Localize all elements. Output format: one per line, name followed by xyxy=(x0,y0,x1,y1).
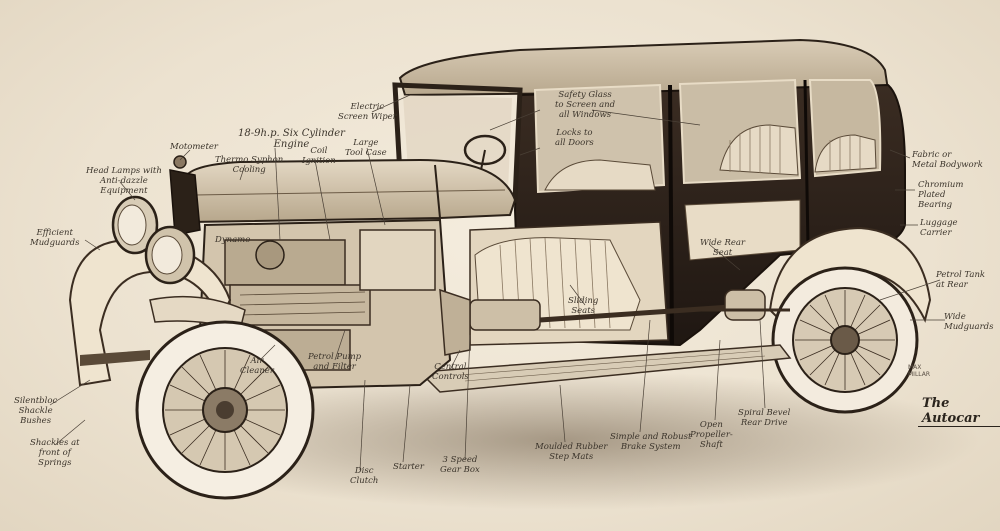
artist-credit: MAX MILLAR xyxy=(908,364,931,378)
label-petrol-pump: Petrol Pump and Filter xyxy=(308,352,362,372)
label-starter: Starter xyxy=(393,462,424,472)
label-disc-clutch: Disc Clutch xyxy=(350,466,379,486)
running-board xyxy=(418,344,792,393)
label-wide-rear-seat: Wide Rear Seat xyxy=(700,238,746,258)
car-body xyxy=(392,38,906,347)
label-air-cleaner: Air Cleaner xyxy=(240,356,274,376)
label-efficient-mudguards: Efficient Mudguards xyxy=(30,228,80,248)
label-rubber-mats: Moulded Rubber Step Mats xyxy=(535,442,608,462)
label-silentbloc: Silentbloc Shackle Bushes xyxy=(14,396,58,426)
front-wheel xyxy=(135,320,315,500)
label-sliding-seats: Sliding Seats xyxy=(568,296,599,316)
label-coil-ignition: Coil Ignition xyxy=(302,146,336,166)
label-engine: 18-9h.p. Six Cylinder Engine xyxy=(238,128,345,150)
label-large-tool-case: Large Tool Case xyxy=(345,138,387,158)
label-central-controls: Central Controls xyxy=(432,362,469,382)
drivetrain xyxy=(469,289,790,331)
label-chromium-plated: Chromium Plated Bearing xyxy=(918,180,964,210)
label-thermo-syphon: Thermo Syphon Cooling xyxy=(215,155,284,175)
label-electric-screen-wiper: Electric Screen Wiper xyxy=(338,102,397,122)
head-lamps xyxy=(111,195,196,285)
label-fabric-body: Fabric or Metal Bodywork xyxy=(912,150,983,170)
label-dynamo: Dynamo xyxy=(215,235,251,245)
label-brake-system: Simple and Robust Brake System xyxy=(610,432,692,452)
label-propeller-shaft: Open Propeller- Shaft xyxy=(690,420,733,450)
label-wide-mudguards: Wide Mudguards xyxy=(944,312,994,332)
label-safety-glass: Safety Glass to Screen and all Windows xyxy=(555,90,616,120)
label-motometer: Motometer xyxy=(170,142,218,152)
label-petrol-tank: Petrol Tank at Rear xyxy=(936,270,986,290)
front-spring xyxy=(80,350,150,366)
ground-shadow xyxy=(140,370,980,510)
label-locks-to-all-doors: Locks to all Doors xyxy=(555,128,594,148)
label-shackles: Shackles at front of Springs xyxy=(30,438,80,468)
autocar-signature: The Autocar xyxy=(918,396,1000,427)
leader-lines xyxy=(49,94,945,471)
label-spiral-bevel: Spiral Bevel Rear Drive xyxy=(738,408,791,428)
label-gear-box: 3 Speed Gear Box xyxy=(440,455,480,475)
label-head-lamps: Head Lamps with Anti-dazzle Equipment xyxy=(86,166,162,196)
rear-wheel xyxy=(768,226,932,414)
label-luggage-carrier: Luggage Carrier xyxy=(920,218,958,238)
